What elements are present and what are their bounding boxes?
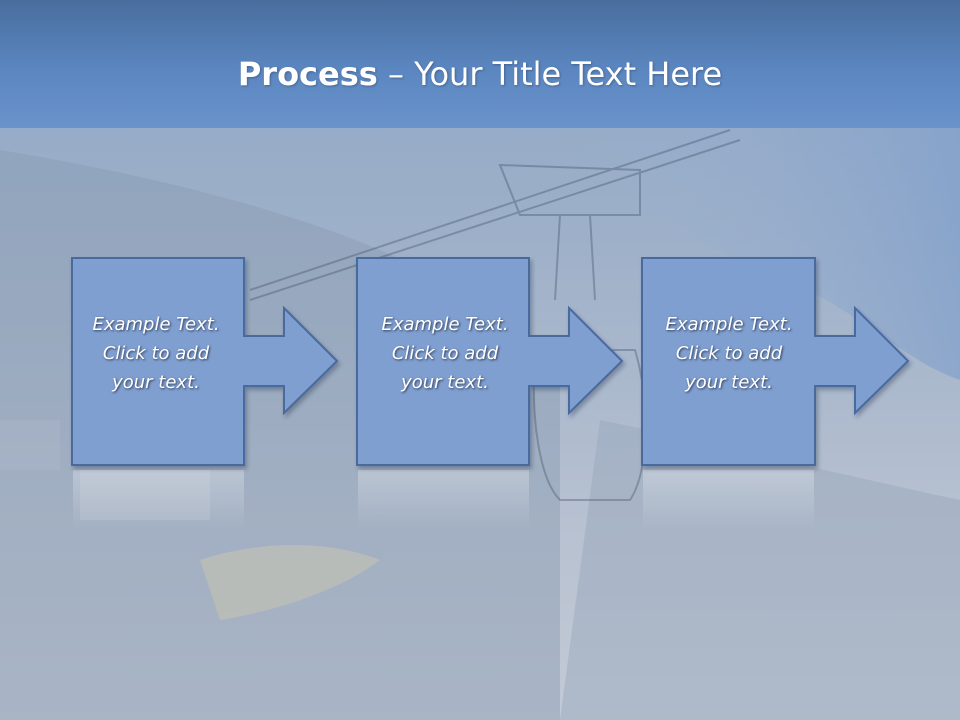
title-rest: – Your Title Text Here xyxy=(377,55,723,93)
process-step-3[interactable] xyxy=(641,257,910,530)
step-3-reflection xyxy=(643,470,814,530)
title-bold: Process xyxy=(237,55,378,93)
process-step-2[interactable] xyxy=(356,257,624,530)
step-2-arrow-shape[interactable] xyxy=(356,257,624,466)
step-2-reflection xyxy=(358,470,529,530)
slide-title[interactable]: Process – Your Title Text Here xyxy=(0,52,960,96)
step-1-text[interactable]: Example Text. Click to add your text. xyxy=(92,314,220,393)
process-step-1[interactable] xyxy=(71,257,339,530)
step-1-arrow-shape[interactable] xyxy=(71,257,339,466)
step-2-text[interactable]: Example Text. Click to add your text. xyxy=(381,314,509,393)
step-1-reflection xyxy=(73,470,244,530)
title-bar xyxy=(0,0,960,128)
step-3-text[interactable]: Example Text. Click to add your text. xyxy=(665,314,793,393)
step-3-arrow-shape[interactable] xyxy=(641,257,910,466)
